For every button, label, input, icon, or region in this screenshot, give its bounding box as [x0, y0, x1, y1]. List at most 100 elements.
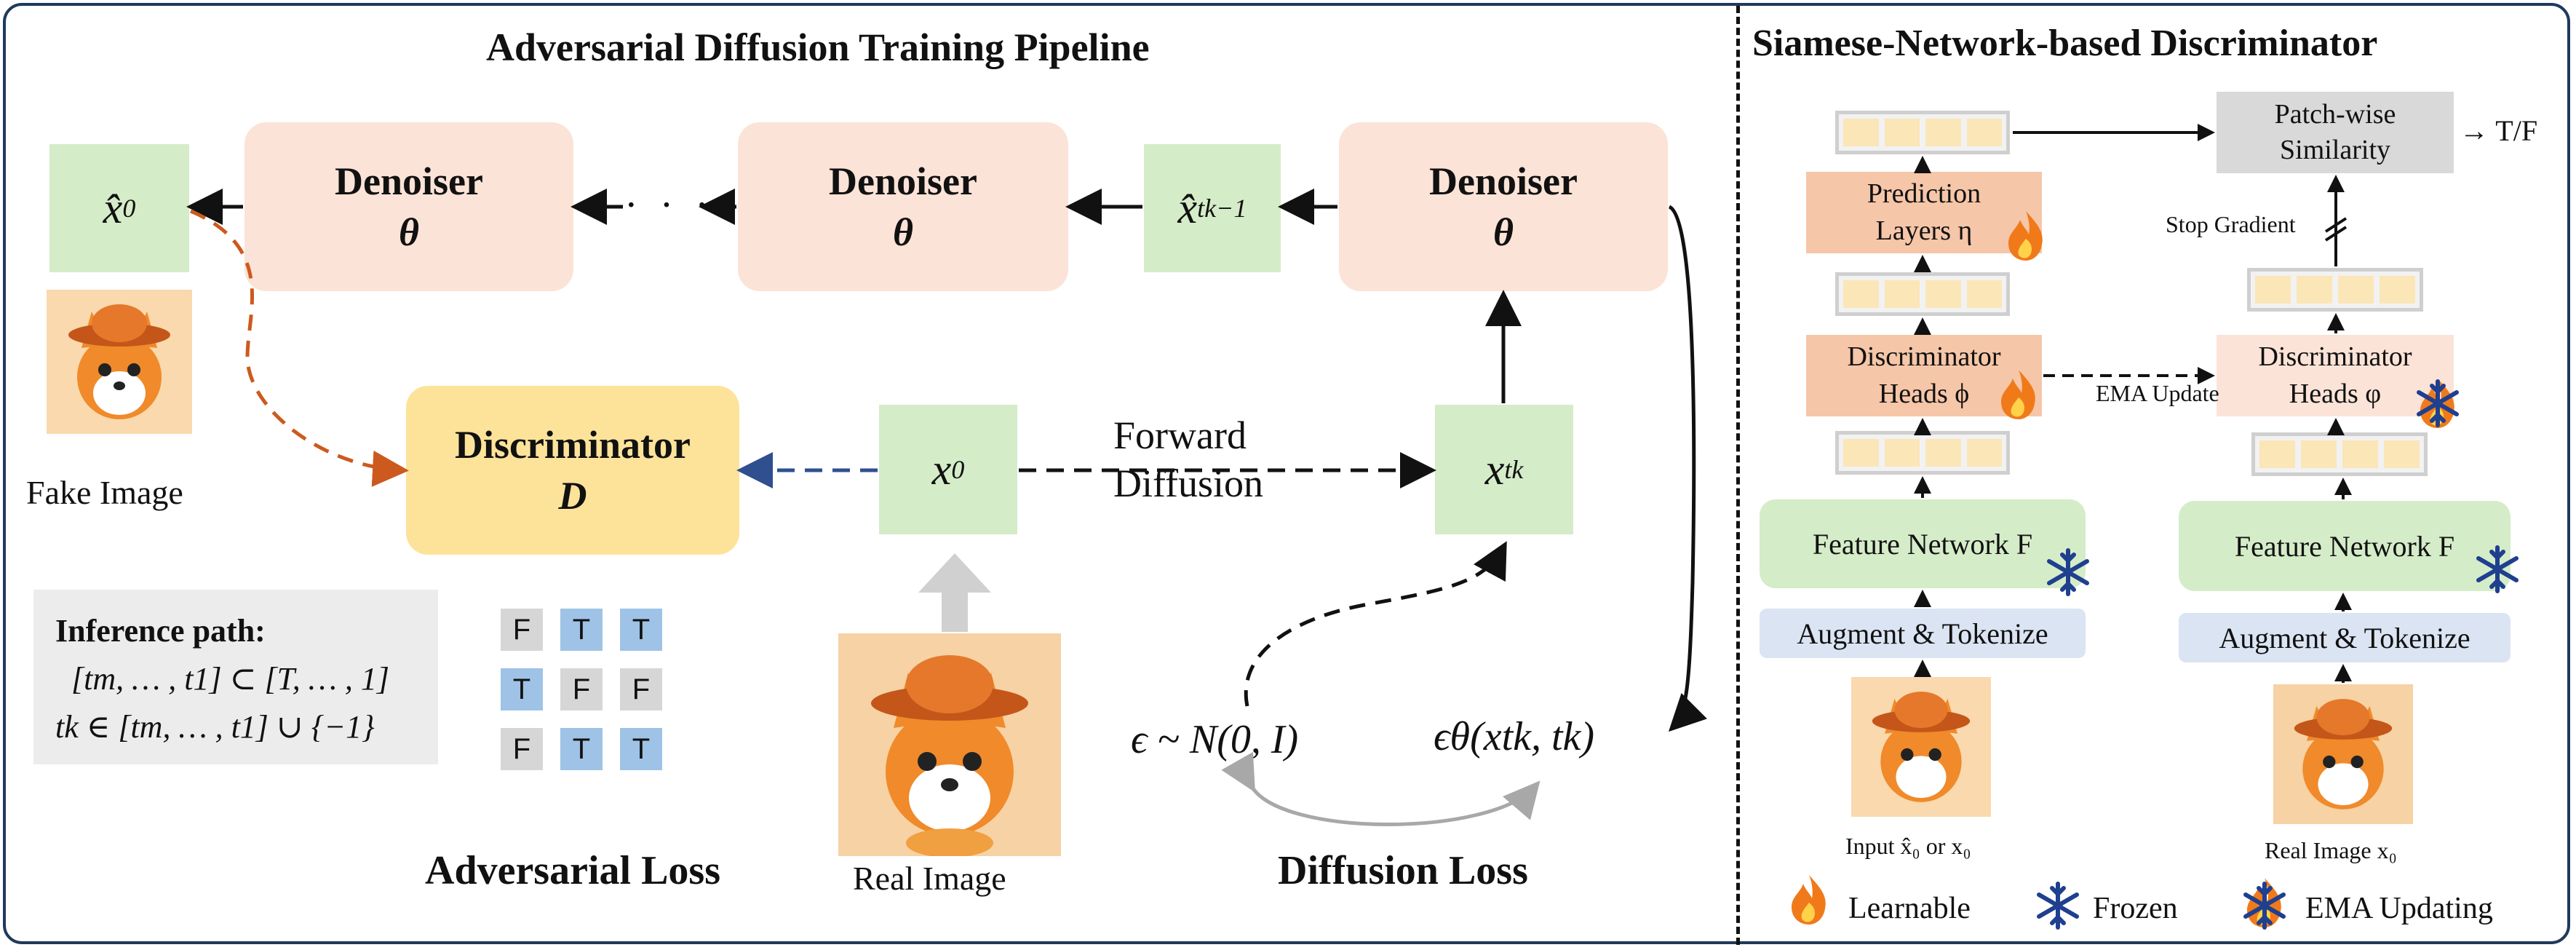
tf-cell: T [620, 609, 662, 651]
tf-cell: T [501, 668, 543, 710]
xtk-sub: tk [1504, 455, 1524, 484]
discriminator-panel-title: Siamese-Network-based Discriminator [1752, 23, 2378, 64]
input-caption: Input x̂₀ or x₀ [1845, 833, 1971, 859]
disc-heads-right-line2: Heads φ [2289, 379, 2382, 409]
denoiser-label: Denoiser [1429, 159, 1578, 203]
discriminator-symbol: D [558, 474, 587, 518]
augment-right-label: Augment & Tokenize [2219, 621, 2470, 654]
prediction-layers-box: Prediction Layers η [1806, 172, 2042, 253]
feature-network-left-label: Feature Network F [1812, 527, 2033, 561]
fake-image-label: Fake Image [26, 474, 183, 511]
tf-cell: T [560, 609, 603, 651]
similarity-line2: Similarity [2280, 135, 2390, 165]
denoiser-label: Denoiser [829, 159, 977, 203]
denoiser-first: Denoiser θ [245, 122, 573, 291]
legend-frozen: Frozen [2093, 892, 2178, 925]
tf-cell: F [620, 668, 662, 710]
xtk-symbol: x [1484, 445, 1505, 494]
prediction-line1: Prediction [1867, 178, 1981, 209]
stop-gradient-label: Stop Gradient [2166, 211, 2296, 237]
tf-cell: T [620, 728, 662, 770]
patch-similarity-box: Patch-wise Similarity [2217, 92, 2454, 173]
discriminator-label: Discriminator [455, 422, 691, 467]
adversarial-loss-label: Adversarial Loss [425, 848, 720, 893]
stop-gradient-mark-2 [2324, 226, 2348, 242]
feature-network-right: Feature Network F [2179, 501, 2511, 591]
augment-left-label: Augment & Tokenize [1797, 617, 2048, 650]
pipeline-title: Adversarial Diffusion Training Pipeline [486, 25, 1150, 69]
legend-ema-icon [2246, 878, 2283, 927]
xtk1-hat-sub: tk−1 [1197, 194, 1247, 223]
denoiser-param: θ [398, 210, 420, 254]
denoiser-middle: Denoiser θ [738, 122, 1068, 291]
real-fox-icon [2273, 684, 2413, 824]
token-bar-mid-left [1835, 272, 2010, 316]
x0-hat-symbol: x̂ [103, 183, 123, 232]
real-image-fox-icon [838, 633, 1061, 858]
token-bar-low-right [2251, 432, 2428, 476]
fake-image-fox-icon [47, 290, 192, 434]
legend-learnable: Learnable [1848, 892, 1971, 925]
legend-fire-icon [1792, 875, 1826, 925]
xtk1-hat-box: x̂tk−1 [1144, 144, 1281, 272]
denoiser-param: θ [892, 210, 914, 254]
snowflake-icon [2049, 550, 2087, 594]
denoiser-label: Denoiser [335, 159, 483, 203]
x0-hat-sub: 0 [122, 194, 136, 223]
tf-cell: F [501, 609, 543, 651]
discriminator-box: Discriminator D [406, 386, 739, 555]
forward-diffusion-line1: Forward [1113, 413, 1247, 457]
inference-title: Inference path: [55, 613, 266, 649]
arrow-denoiser-to-eps [1668, 205, 1707, 732]
ellipsis-denoise-chain: · · · [624, 183, 715, 228]
similarity-line1: Patch-wise [2274, 98, 2396, 130]
inference-path-box: Inference path: [tm, … , t1] ⊂ [T, … , 1… [33, 590, 438, 764]
disc-heads-right-line1: Discriminator [2258, 341, 2412, 372]
real-caption: Real Image x₀ [2265, 837, 2397, 863]
disc-heads-right-box: Discriminator Heads φ [2217, 335, 2454, 416]
real-image-label: Real Image [853, 860, 1006, 897]
token-bar-top-left [1835, 111, 2010, 154]
input-fox-icon [1851, 677, 1991, 817]
eps-theta-expression: ϵθ(xtk, tk) [1434, 714, 1595, 759]
denoiser-param: θ [1492, 210, 1514, 254]
snowflake-icon [2478, 547, 2516, 591]
feature-network-right-label: Feature Network F [2234, 529, 2455, 563]
prediction-line2: Layers η [1875, 215, 1973, 246]
arrow-noise-to-xtk [1244, 541, 1507, 707]
feature-network-left: Feature Network F [1760, 499, 2086, 588]
arrow-diffusion-loss [1221, 751, 1541, 826]
ema-snowflake-fire-icon [2419, 379, 2457, 428]
tf-cell: T [560, 728, 603, 770]
disc-heads-left-line2: Heads ϕ [1878, 379, 1970, 409]
tf-cell: F [501, 728, 543, 770]
up-arrow-head [918, 553, 991, 593]
legend-snowflake-icon [2039, 884, 2077, 927]
stop-gradient-mark-1 [2324, 217, 2348, 233]
augment-tokenize-left: Augment & Tokenize [1760, 609, 2086, 658]
tf-cell: F [560, 668, 603, 710]
x0-sub: 0 [951, 455, 965, 484]
x0-symbol: x [931, 445, 952, 494]
inference-line2: tk ∈ [tm, … , t1] ∪ {−1} [55, 709, 375, 745]
token-bar-mid-right [2247, 268, 2423, 312]
up-arrow-stem [942, 591, 968, 632]
inference-line1: [tm, … , t1] ⊂ [T, … , 1] [71, 661, 390, 697]
x0-hat-box: x̂0 [49, 144, 189, 272]
fire-icon [2008, 211, 2043, 261]
outer-frame [3, 3, 2570, 944]
fire-icon [2001, 370, 2035, 419]
diffusion-loss-label: Diffusion Loss [1278, 848, 1528, 893]
xtk1-hat-symbol: x̂ [1177, 183, 1198, 232]
ema-update-label: EMA Update [2096, 380, 2219, 406]
tf-output-label: → T/F [2460, 114, 2538, 147]
denoiser-last: Denoiser θ [1339, 122, 1668, 291]
panel-divider [1736, 6, 1740, 945]
disc-heads-left-line1: Discriminator [1847, 341, 2001, 372]
arrow-fake-to-discriminator [190, 209, 409, 487]
augment-tokenize-right: Augment & Tokenize [2179, 613, 2511, 662]
